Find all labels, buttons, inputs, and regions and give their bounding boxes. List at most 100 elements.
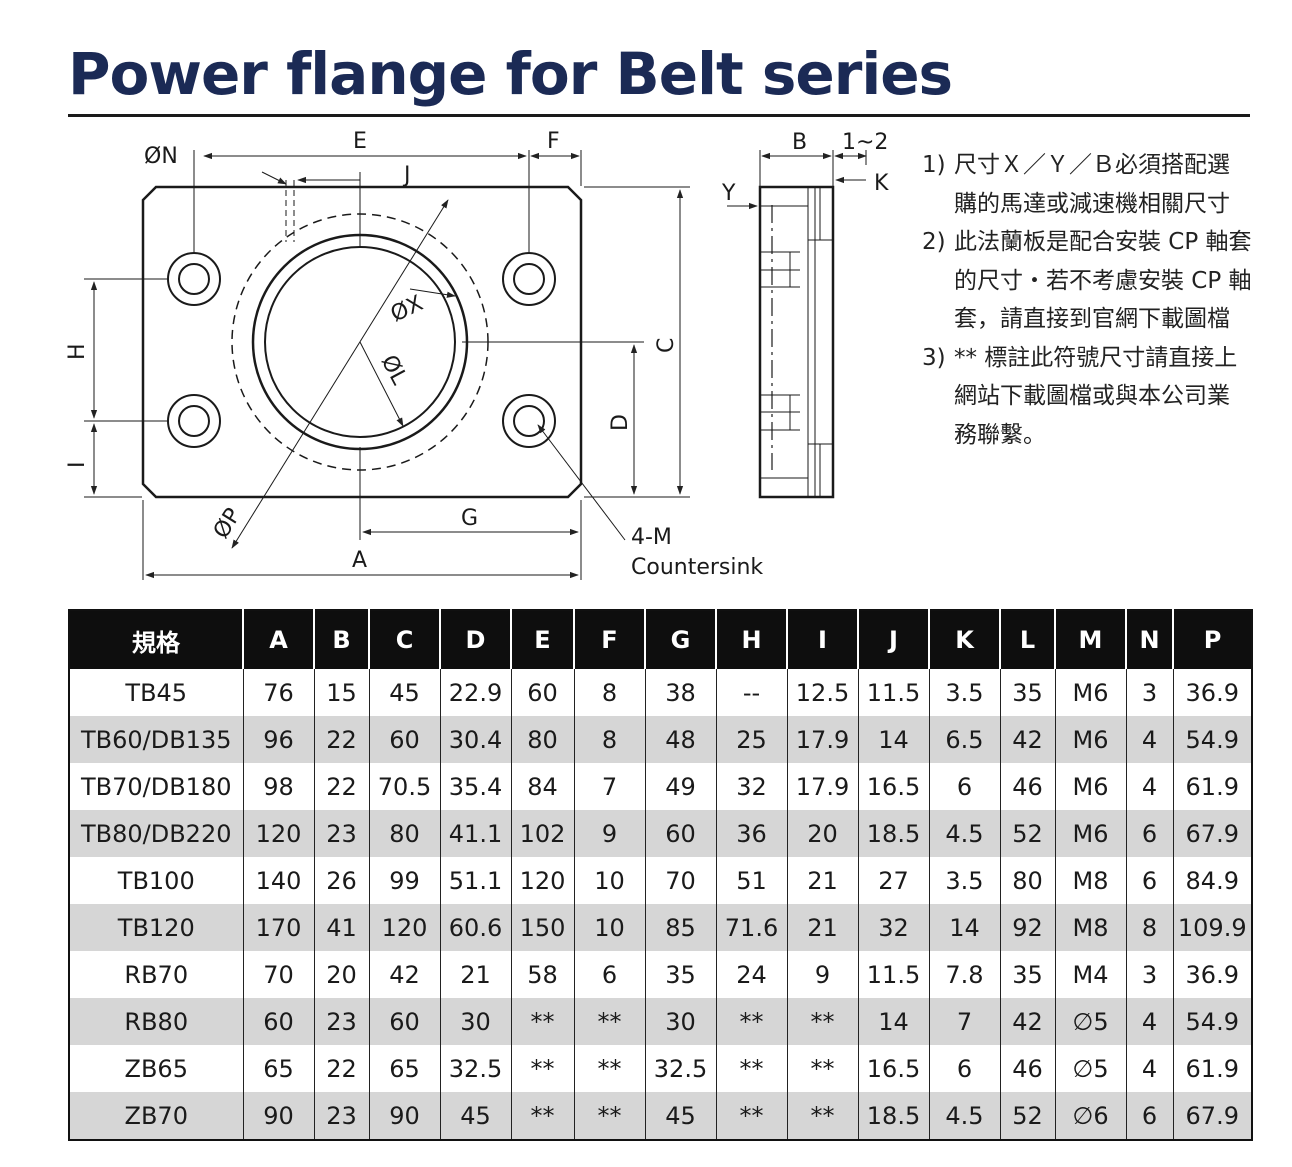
table-cell: M6: [1054, 669, 1126, 716]
table-cell: 10: [573, 857, 645, 904]
table-cell: 98: [242, 763, 314, 810]
table-cell: 84.9: [1172, 857, 1252, 904]
table-cell: 67.9: [1172, 810, 1252, 857]
table-cell: ∅5: [1054, 1045, 1126, 1092]
note-item: 1) 尺寸Ｘ／Ｙ／Ｂ必須搭配選購的馬達或減速機相關尺寸: [922, 146, 1252, 223]
table-cell: 120: [242, 810, 314, 857]
flange-plate-outline: [141, 185, 583, 499]
table-cell: 120: [368, 904, 440, 951]
label-I: I: [65, 462, 90, 469]
table-cell: 8: [1125, 904, 1173, 951]
table-cell: 9: [573, 810, 645, 857]
label-G: G: [461, 506, 478, 531]
table-cell: 17.9: [786, 716, 858, 763]
label-H: H: [65, 343, 90, 360]
table-cell: 22: [313, 763, 369, 810]
table-cell: 76: [242, 669, 314, 716]
table-cell: 21: [439, 951, 511, 998]
table-cell: M6: [1054, 810, 1126, 857]
table-cell: 70.5: [368, 763, 440, 810]
column-header: 規格: [69, 610, 243, 669]
table-cell: 22: [313, 716, 369, 763]
table-cell: 35: [999, 669, 1055, 716]
label-C: C: [654, 338, 679, 353]
table-cell: 16.5: [857, 1045, 929, 1092]
table-cell: 4: [1125, 998, 1173, 1045]
column-header: A: [242, 610, 314, 669]
table-cell: 99: [368, 857, 440, 904]
note-number: 1): [922, 152, 946, 178]
model-cell: TB120: [69, 904, 243, 951]
table-cell: 109.9: [1172, 904, 1252, 951]
table-cell: 4.5: [928, 1092, 1000, 1140]
table-cell: 41.1: [439, 810, 511, 857]
table-cell: 32.5: [644, 1045, 716, 1092]
table-cell: 14: [928, 904, 1000, 951]
mounting-holes: [167, 252, 556, 448]
table-cell: 21: [786, 904, 858, 951]
table-cell: 65: [242, 1045, 314, 1092]
table-cell: 6: [1125, 857, 1173, 904]
table-cell: 51.1: [439, 857, 511, 904]
note-item: 2) 此法蘭板是配合安裝 CP 軸套的尺寸・若不考慮安裝 CP 軸套，請直接到官…: [922, 223, 1252, 339]
table-cell: 8: [573, 669, 645, 716]
note-item: 3) ** 標註此符號尺寸請直接上網站下載圖檔或與本公司業務聯繫。: [922, 339, 1252, 455]
table-cell: 90: [242, 1092, 314, 1140]
table-cell: 16.5: [857, 763, 929, 810]
column-header: J: [857, 610, 929, 669]
table-cell: 45: [368, 669, 440, 716]
table-cell: 42: [368, 951, 440, 998]
side-plate-outline: [758, 185, 835, 499]
table-cell: 170: [242, 904, 314, 951]
table-cell: 42: [999, 716, 1055, 763]
table-cell: 84: [510, 763, 574, 810]
table-cell: 90: [368, 1092, 440, 1140]
table-cell: 45: [644, 1092, 716, 1140]
side-label-B: B: [792, 130, 807, 155]
table-cell: 80: [368, 810, 440, 857]
label-A: A: [352, 548, 367, 573]
table-cell: 3: [1125, 951, 1173, 998]
side-label-Y: Y: [721, 181, 736, 206]
side-label-1-2: 1~2: [842, 130, 888, 155]
table-cell: 4: [1125, 716, 1173, 763]
table-cell: 120: [510, 857, 574, 904]
table-cell: 26: [313, 857, 369, 904]
table-cell: 61.9: [1172, 1045, 1252, 1092]
side-label-K: K: [874, 171, 889, 196]
table-cell: 52: [999, 810, 1055, 857]
column-header: C: [368, 610, 440, 669]
label-4-M: 4-M: [631, 525, 672, 550]
table-cell: 42: [999, 998, 1055, 1045]
note-text: 此法蘭板是配合安裝 CP 軸套的尺寸・若不考慮安裝 CP 軸套，請直接到官網下載…: [954, 229, 1252, 332]
label-D: D: [608, 414, 633, 431]
table-cell: 21: [786, 857, 858, 904]
table-cell: 7: [573, 763, 645, 810]
table-cell: 32: [857, 904, 929, 951]
model-cell: TB80/DB220: [69, 810, 243, 857]
table-cell: 11.5: [857, 669, 929, 716]
table-cell: 7.8: [928, 951, 1000, 998]
column-header: N: [1125, 610, 1173, 669]
table-cell: ∅5: [1054, 998, 1126, 1045]
table-cell: 61.9: [1172, 763, 1252, 810]
table-cell: 23: [313, 810, 369, 857]
label-countersink: Countersink: [631, 555, 763, 580]
table-cell: 60: [242, 998, 314, 1045]
table-cell: 71.6: [715, 904, 787, 951]
table-cell: 18.5: [857, 810, 929, 857]
table-cell: 11.5: [857, 951, 929, 998]
table-cell: 6: [928, 763, 1000, 810]
note-number: 2): [922, 229, 946, 255]
label-F: F: [547, 129, 560, 154]
table-cell: **: [510, 1092, 574, 1140]
column-header: G: [644, 610, 716, 669]
table-cell: 150: [510, 904, 574, 951]
table-cell: 36.9: [1172, 951, 1252, 998]
